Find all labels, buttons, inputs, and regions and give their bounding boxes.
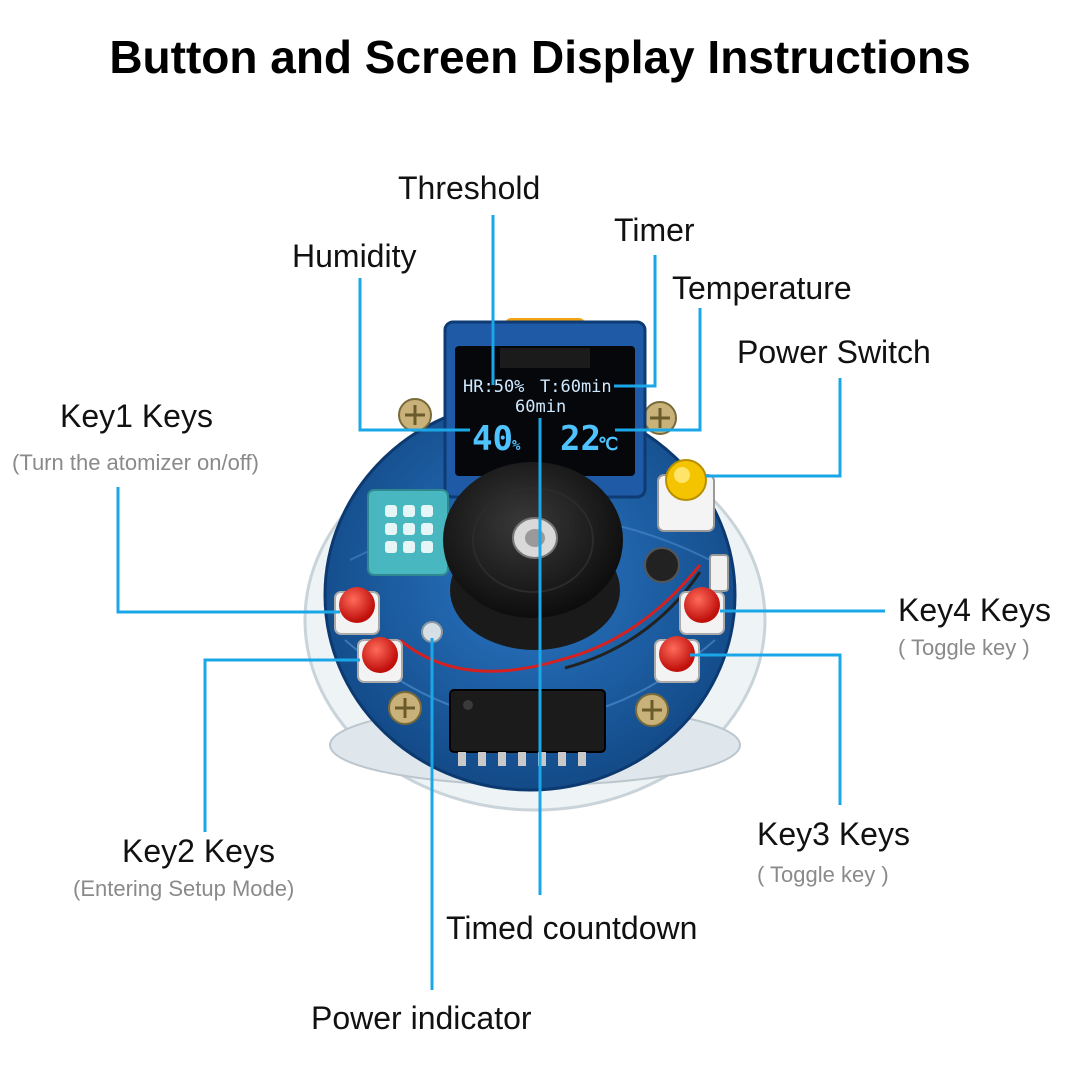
power-switch-label: Power Switch bbox=[737, 334, 931, 370]
screen-temperature-unit: ℃ bbox=[598, 434, 618, 455]
power-switch bbox=[657, 459, 715, 532]
ic-chip bbox=[449, 689, 606, 766]
humidity-sensor bbox=[367, 489, 449, 576]
threshold-label: Threshold bbox=[398, 170, 541, 206]
screen-temperature-value: 22 bbox=[560, 419, 601, 459]
page-title: Button and Screen Display Instructions bbox=[109, 31, 971, 83]
timer-label: Timer bbox=[614, 212, 695, 248]
red-key-buttons bbox=[334, 587, 725, 683]
atomizer-disc bbox=[443, 462, 623, 650]
screen-humidity-unit: % bbox=[512, 438, 521, 454]
key2-callout bbox=[203, 658, 360, 832]
humidity-callout bbox=[358, 278, 470, 432]
screen-line1-right: T:60min bbox=[540, 377, 612, 397]
key3-callout bbox=[690, 653, 842, 805]
key2-description: (Entering Setup Mode) bbox=[73, 876, 295, 901]
power-indicator-label: Power indicator bbox=[311, 1000, 532, 1036]
oled-module bbox=[443, 318, 647, 499]
screen-line1-left: HR:50% bbox=[463, 377, 524, 397]
buzzer bbox=[644, 547, 680, 583]
screen-line2: 60min bbox=[515, 397, 566, 417]
key3-description: ( Toggle key ) bbox=[757, 862, 889, 887]
key2-label: Key2 Keys bbox=[122, 833, 275, 869]
screen-humidity-value: 40 bbox=[472, 419, 513, 459]
key1-callout bbox=[116, 487, 340, 614]
humidity-label: Humidity bbox=[292, 238, 417, 274]
key4-label: Key4 Keys bbox=[898, 592, 1051, 628]
timed-countdown-label: Timed countdown bbox=[446, 910, 698, 946]
key1-description: (Turn the atomizer on/off) bbox=[12, 450, 259, 475]
key4-description: ( Toggle key ) bbox=[898, 635, 1030, 660]
temperature-label: Temperature bbox=[672, 270, 852, 306]
temperature-callout bbox=[615, 308, 702, 432]
key1-label: Key1 Keys bbox=[60, 398, 213, 434]
power-switch-callout bbox=[705, 378, 842, 478]
callout-lines bbox=[116, 215, 885, 990]
timer-callout bbox=[614, 255, 657, 388]
key3-label: Key3 Keys bbox=[757, 816, 910, 852]
